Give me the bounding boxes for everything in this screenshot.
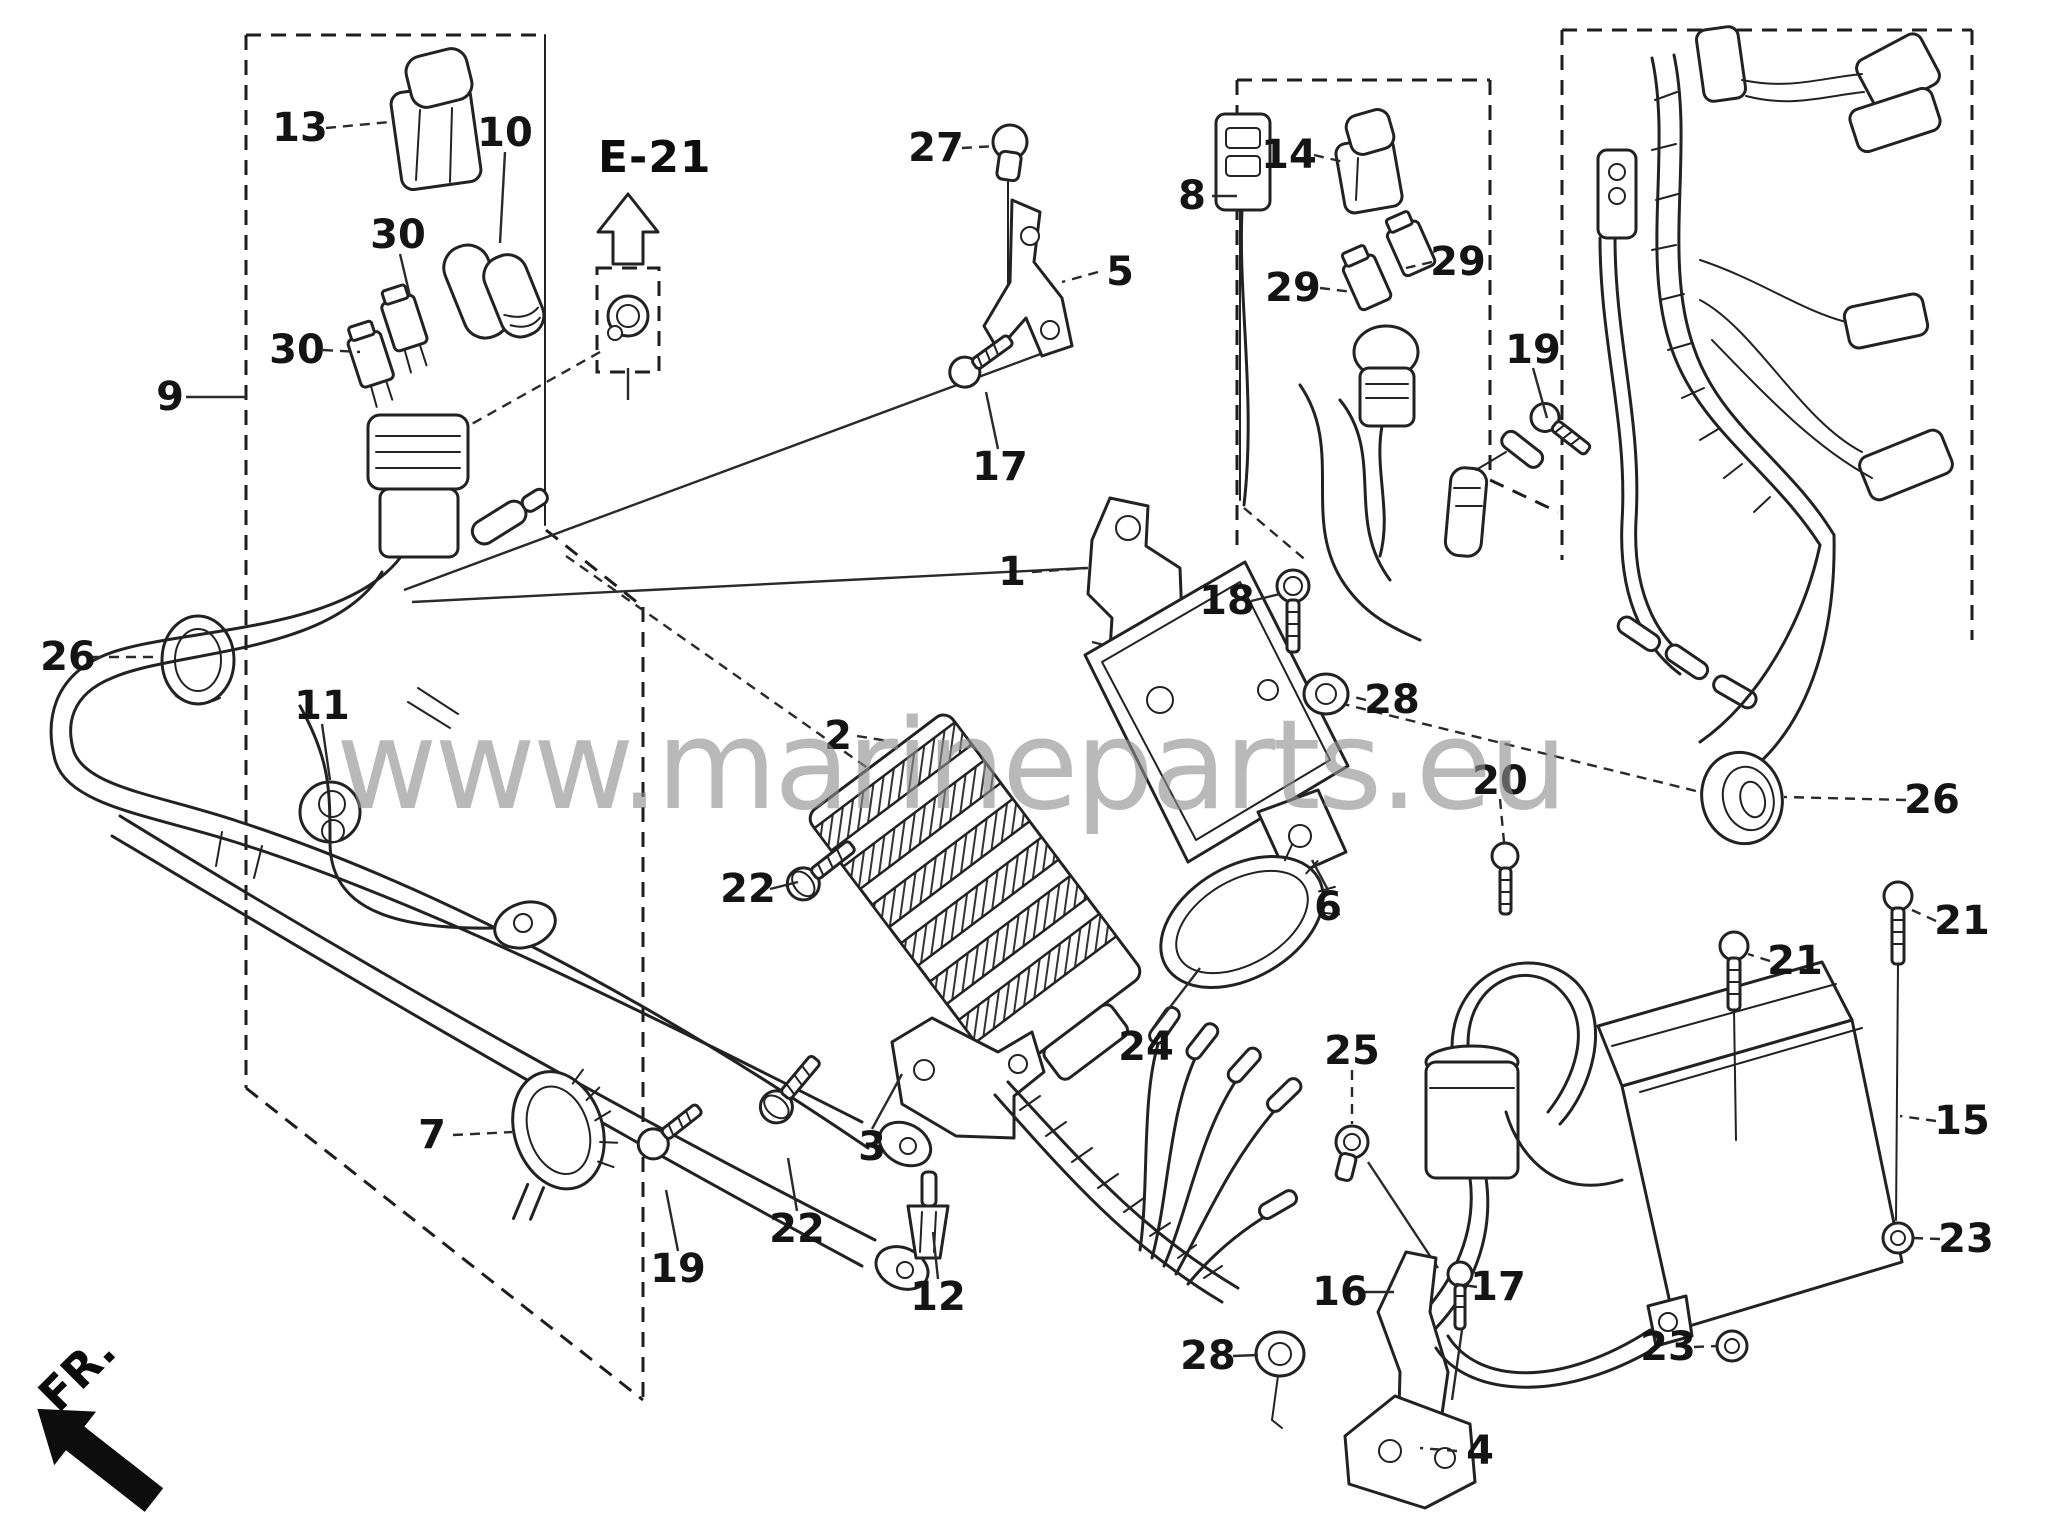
round-connector-8 xyxy=(1352,324,1420,558)
bolt-17a xyxy=(948,334,1014,389)
clip-25 xyxy=(1334,1124,1440,1269)
watermark: www.marineparts.eu xyxy=(336,694,1568,838)
callout-17b: 17 xyxy=(1470,1264,1526,1310)
mount-plate xyxy=(1083,560,1350,864)
bolt-17b xyxy=(1446,1260,1474,1401)
callout-23b: 23 xyxy=(1640,1324,1696,1370)
callout-19b: 19 xyxy=(650,1246,706,1292)
callout-21b: 21 xyxy=(1934,898,1990,944)
capacitor-coil xyxy=(1412,961,1598,1338)
callout-22b: 22 xyxy=(769,1206,825,1252)
plug-connector xyxy=(1214,112,1272,507)
regulator-2 xyxy=(808,713,1142,1081)
e21-arrow-icon xyxy=(596,192,660,400)
callout-28a: 28 xyxy=(1364,677,1420,723)
callout-22a: 22 xyxy=(720,866,776,912)
fusebox-connector-9 xyxy=(366,413,470,559)
bolt-22b xyxy=(758,1055,821,1125)
callout-29a: 29 xyxy=(1265,265,1321,311)
callout-6: 6 xyxy=(1314,884,1342,930)
callout-leaders xyxy=(92,120,1941,1453)
callout-10: 10 xyxy=(477,110,533,156)
callout-4: 4 xyxy=(1466,1428,1494,1474)
fuse-30a xyxy=(380,283,429,374)
bolt-19b xyxy=(636,1103,703,1161)
bolt-21b xyxy=(1882,880,1914,1221)
callout-28b: 28 xyxy=(1180,1333,1236,1379)
callout-20: 20 xyxy=(1472,758,1528,804)
callout-19a: 19 xyxy=(1505,327,1561,373)
leader-plate-to-connector xyxy=(411,566,1087,604)
battery-cable-9 xyxy=(49,556,933,1291)
callout-24: 24 xyxy=(1118,1024,1174,1070)
callout-16: 16 xyxy=(1312,1269,1368,1315)
callout-13: 13 xyxy=(272,105,328,151)
callout-29b: 29 xyxy=(1430,239,1486,285)
group-box-9 xyxy=(244,33,645,1402)
callout-17a: 17 xyxy=(972,444,1028,490)
callout-9: 9 xyxy=(156,374,184,420)
callout-25: 25 xyxy=(1324,1028,1380,1074)
callout-21a: 21 xyxy=(1767,938,1823,984)
callout-26b: 26 xyxy=(1904,777,1960,823)
clip-27 xyxy=(991,123,1029,296)
callout-14: 14 xyxy=(1261,132,1317,178)
callout-12: 12 xyxy=(910,1274,966,1320)
callout-8: 8 xyxy=(1178,173,1206,219)
harness-fan xyxy=(993,1005,1303,1304)
leader-e21-nut xyxy=(469,350,601,427)
nut-23b xyxy=(1715,1329,1749,1363)
fuse-30b xyxy=(346,319,395,408)
cdi-unit-15 xyxy=(1434,960,1904,1389)
callout-23a: 23 xyxy=(1938,1216,1994,1262)
callout-1: 1 xyxy=(998,549,1026,595)
fr-arrow-icon xyxy=(37,1408,164,1512)
bolt-22a xyxy=(785,840,856,902)
callout-15: 15 xyxy=(1934,1098,1990,1144)
fuse-29b xyxy=(1384,210,1437,278)
bolt-18 xyxy=(1275,568,1311,654)
fuse-29a xyxy=(1340,244,1393,312)
bracket-5 xyxy=(982,198,1074,358)
callout-26a: 26 xyxy=(40,634,96,680)
e21-dashed-box xyxy=(595,266,661,374)
callout-2: 2 xyxy=(824,713,852,759)
relay-14 xyxy=(1334,108,1404,215)
leader-box8-corner xyxy=(1243,507,1309,563)
bolt-21a xyxy=(1718,930,1750,1141)
ref-label-e21: E-21 xyxy=(598,132,712,183)
ring-24 xyxy=(1159,843,1341,989)
group-box-harness xyxy=(1560,28,1974,640)
callout-3: 3 xyxy=(858,1124,886,1170)
callout-18: 18 xyxy=(1199,578,1255,624)
relay-13 xyxy=(389,47,483,192)
callout-27: 27 xyxy=(908,125,964,171)
callout-30a: 30 xyxy=(370,212,426,258)
callout-30b: 30 xyxy=(269,327,325,373)
callout-5: 5 xyxy=(1106,249,1134,295)
bracket-4 xyxy=(1343,1394,1477,1510)
clamp-7 xyxy=(511,1068,619,1221)
callout-11: 11 xyxy=(294,683,350,729)
grommet-28b xyxy=(1254,1330,1306,1429)
leader-5-to-connector xyxy=(403,350,1047,592)
bolt-19a xyxy=(1529,401,1592,456)
clip-12 xyxy=(906,1170,950,1260)
grommet-26b xyxy=(1700,750,1784,846)
nut-23a xyxy=(1881,1221,1915,1255)
bullet-connector xyxy=(470,487,549,546)
callout-7: 7 xyxy=(418,1112,446,1158)
grommet-28a xyxy=(1302,672,1350,716)
boot-10 xyxy=(442,243,546,340)
ignition-wires xyxy=(1298,383,1545,642)
main-wire-harness xyxy=(1596,25,1954,768)
bolt-20 xyxy=(1490,841,1520,916)
